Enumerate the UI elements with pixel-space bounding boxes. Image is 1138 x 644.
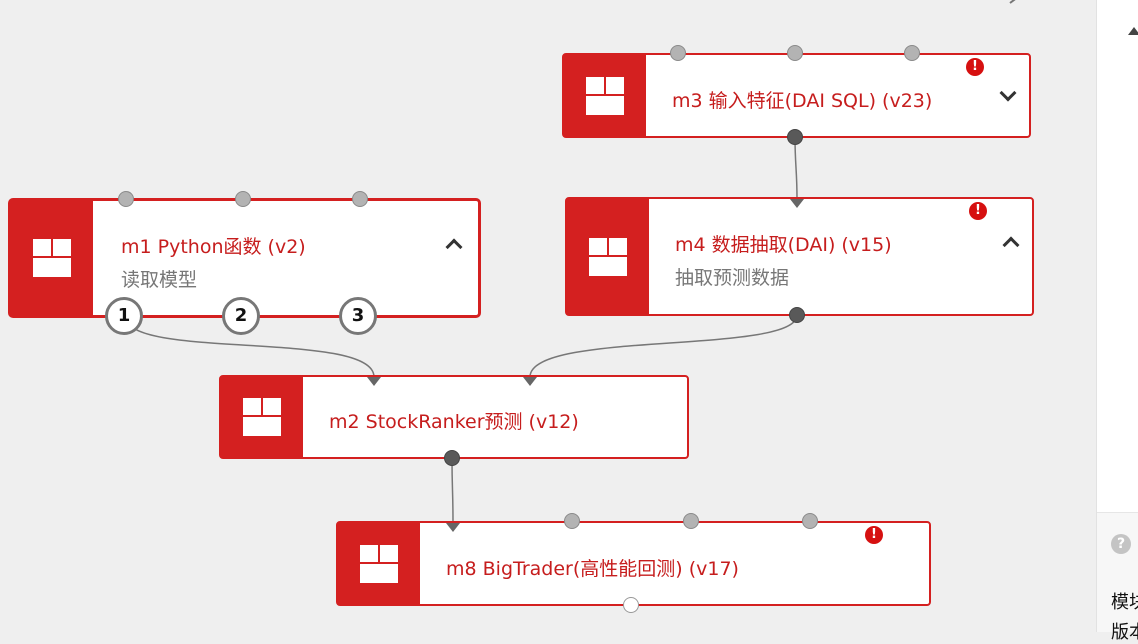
node-m8-input-port-4[interactable]	[802, 513, 818, 529]
error-exclamation-icon[interactable]: !	[865, 526, 883, 544]
node-m3[interactable]: m3 输入特征(DAI SQL) (v23) !	[562, 53, 1031, 138]
edge-m2-m8	[451, 457, 454, 524]
error-exclamation-icon[interactable]: !	[966, 58, 984, 76]
chevron-up-icon[interactable]	[1002, 236, 1020, 254]
node-m3-input-port-1[interactable]	[670, 45, 686, 61]
node-m1-input-port-1[interactable]	[118, 191, 134, 207]
node-m8-icon-box	[338, 523, 420, 604]
chevron-down-icon[interactable]	[999, 84, 1017, 102]
node-m3-output-port[interactable]	[787, 129, 803, 145]
node-m2[interactable]: m2 StockRanker预测 (v12)	[219, 375, 689, 459]
grid-module-icon	[33, 239, 71, 277]
node-m1-output-port-2[interactable]: 2	[222, 297, 260, 335]
node-m1-title: m1 Python函数 (v2)	[121, 236, 306, 258]
panel-label-module: 模块	[1111, 592, 1138, 613]
wrench-icon[interactable]	[1008, 0, 1028, 4]
node-m2-icon-box	[221, 377, 303, 457]
edge-m1-m2	[125, 316, 375, 378]
node-m4-icon-box	[567, 199, 649, 314]
node-m2-title: m2 StockRanker预测 (v12)	[329, 411, 579, 433]
node-m8-title: m8 BigTrader(高性能回测) (v17)	[446, 558, 739, 580]
workflow-canvas[interactable]: m3 输入特征(DAI SQL) (v23) ! m4 数据抽取(DAI) (v…	[0, 0, 1096, 632]
collapse-triangle-icon[interactable]	[1128, 27, 1138, 35]
node-m8-input-port-1[interactable]	[446, 523, 460, 532]
node-m4-title: m4 数据抽取(DAI) (v15)	[675, 234, 892, 256]
node-m3-input-port-2[interactable]	[787, 45, 803, 61]
grid-module-icon	[243, 398, 281, 436]
node-m2-input-port-2[interactable]	[523, 377, 537, 386]
node-m1-input-port-3[interactable]	[352, 191, 368, 207]
node-m3-input-port-3[interactable]	[904, 45, 920, 61]
node-m2-output-port[interactable]	[444, 450, 460, 466]
node-m2-input-port-1[interactable]	[367, 377, 381, 386]
node-m1-output-port-1[interactable]: 1	[105, 297, 143, 335]
panel-help-section	[1097, 513, 1138, 632]
node-m8-input-port-3[interactable]	[683, 513, 699, 529]
panel-label-version: 版本	[1111, 622, 1138, 643]
node-m8-input-port-2[interactable]	[564, 513, 580, 529]
node-m4[interactable]: m4 数据抽取(DAI) (v15) 抽取预测数据 !	[565, 197, 1034, 316]
panel-divider	[1097, 512, 1138, 513]
node-m3-icon-box	[564, 55, 646, 136]
node-m1-input-port-2[interactable]	[235, 191, 251, 207]
node-m1-output-port-3[interactable]: 3	[339, 297, 377, 335]
edge-m3-m4	[794, 136, 798, 200]
error-exclamation-icon[interactable]: !	[969, 202, 987, 220]
properties-panel: ? 模块 版本	[1096, 0, 1138, 643]
node-m4-input-port[interactable]	[790, 199, 804, 208]
chevron-up-icon[interactable]	[445, 238, 463, 256]
node-m8[interactable]: m8 BigTrader(高性能回测) (v17) !	[336, 521, 931, 606]
node-m4-output-port[interactable]	[789, 307, 805, 323]
node-m3-title: m3 输入特征(DAI SQL) (v23)	[672, 90, 933, 112]
help-icon[interactable]: ?	[1111, 534, 1131, 554]
node-m1-icon-box	[11, 201, 93, 315]
node-m4-subtitle: 抽取预测数据	[675, 267, 790, 289]
node-m8-output-port[interactable]	[623, 597, 639, 613]
grid-module-icon	[589, 237, 627, 276]
node-m1-subtitle: 读取模型	[121, 269, 198, 291]
grid-module-icon	[360, 544, 398, 583]
grid-module-icon	[586, 76, 624, 115]
node-m1[interactable]: m1 Python函数 (v2) 读取模型	[9, 199, 480, 317]
edge-m4-m2	[529, 314, 798, 378]
